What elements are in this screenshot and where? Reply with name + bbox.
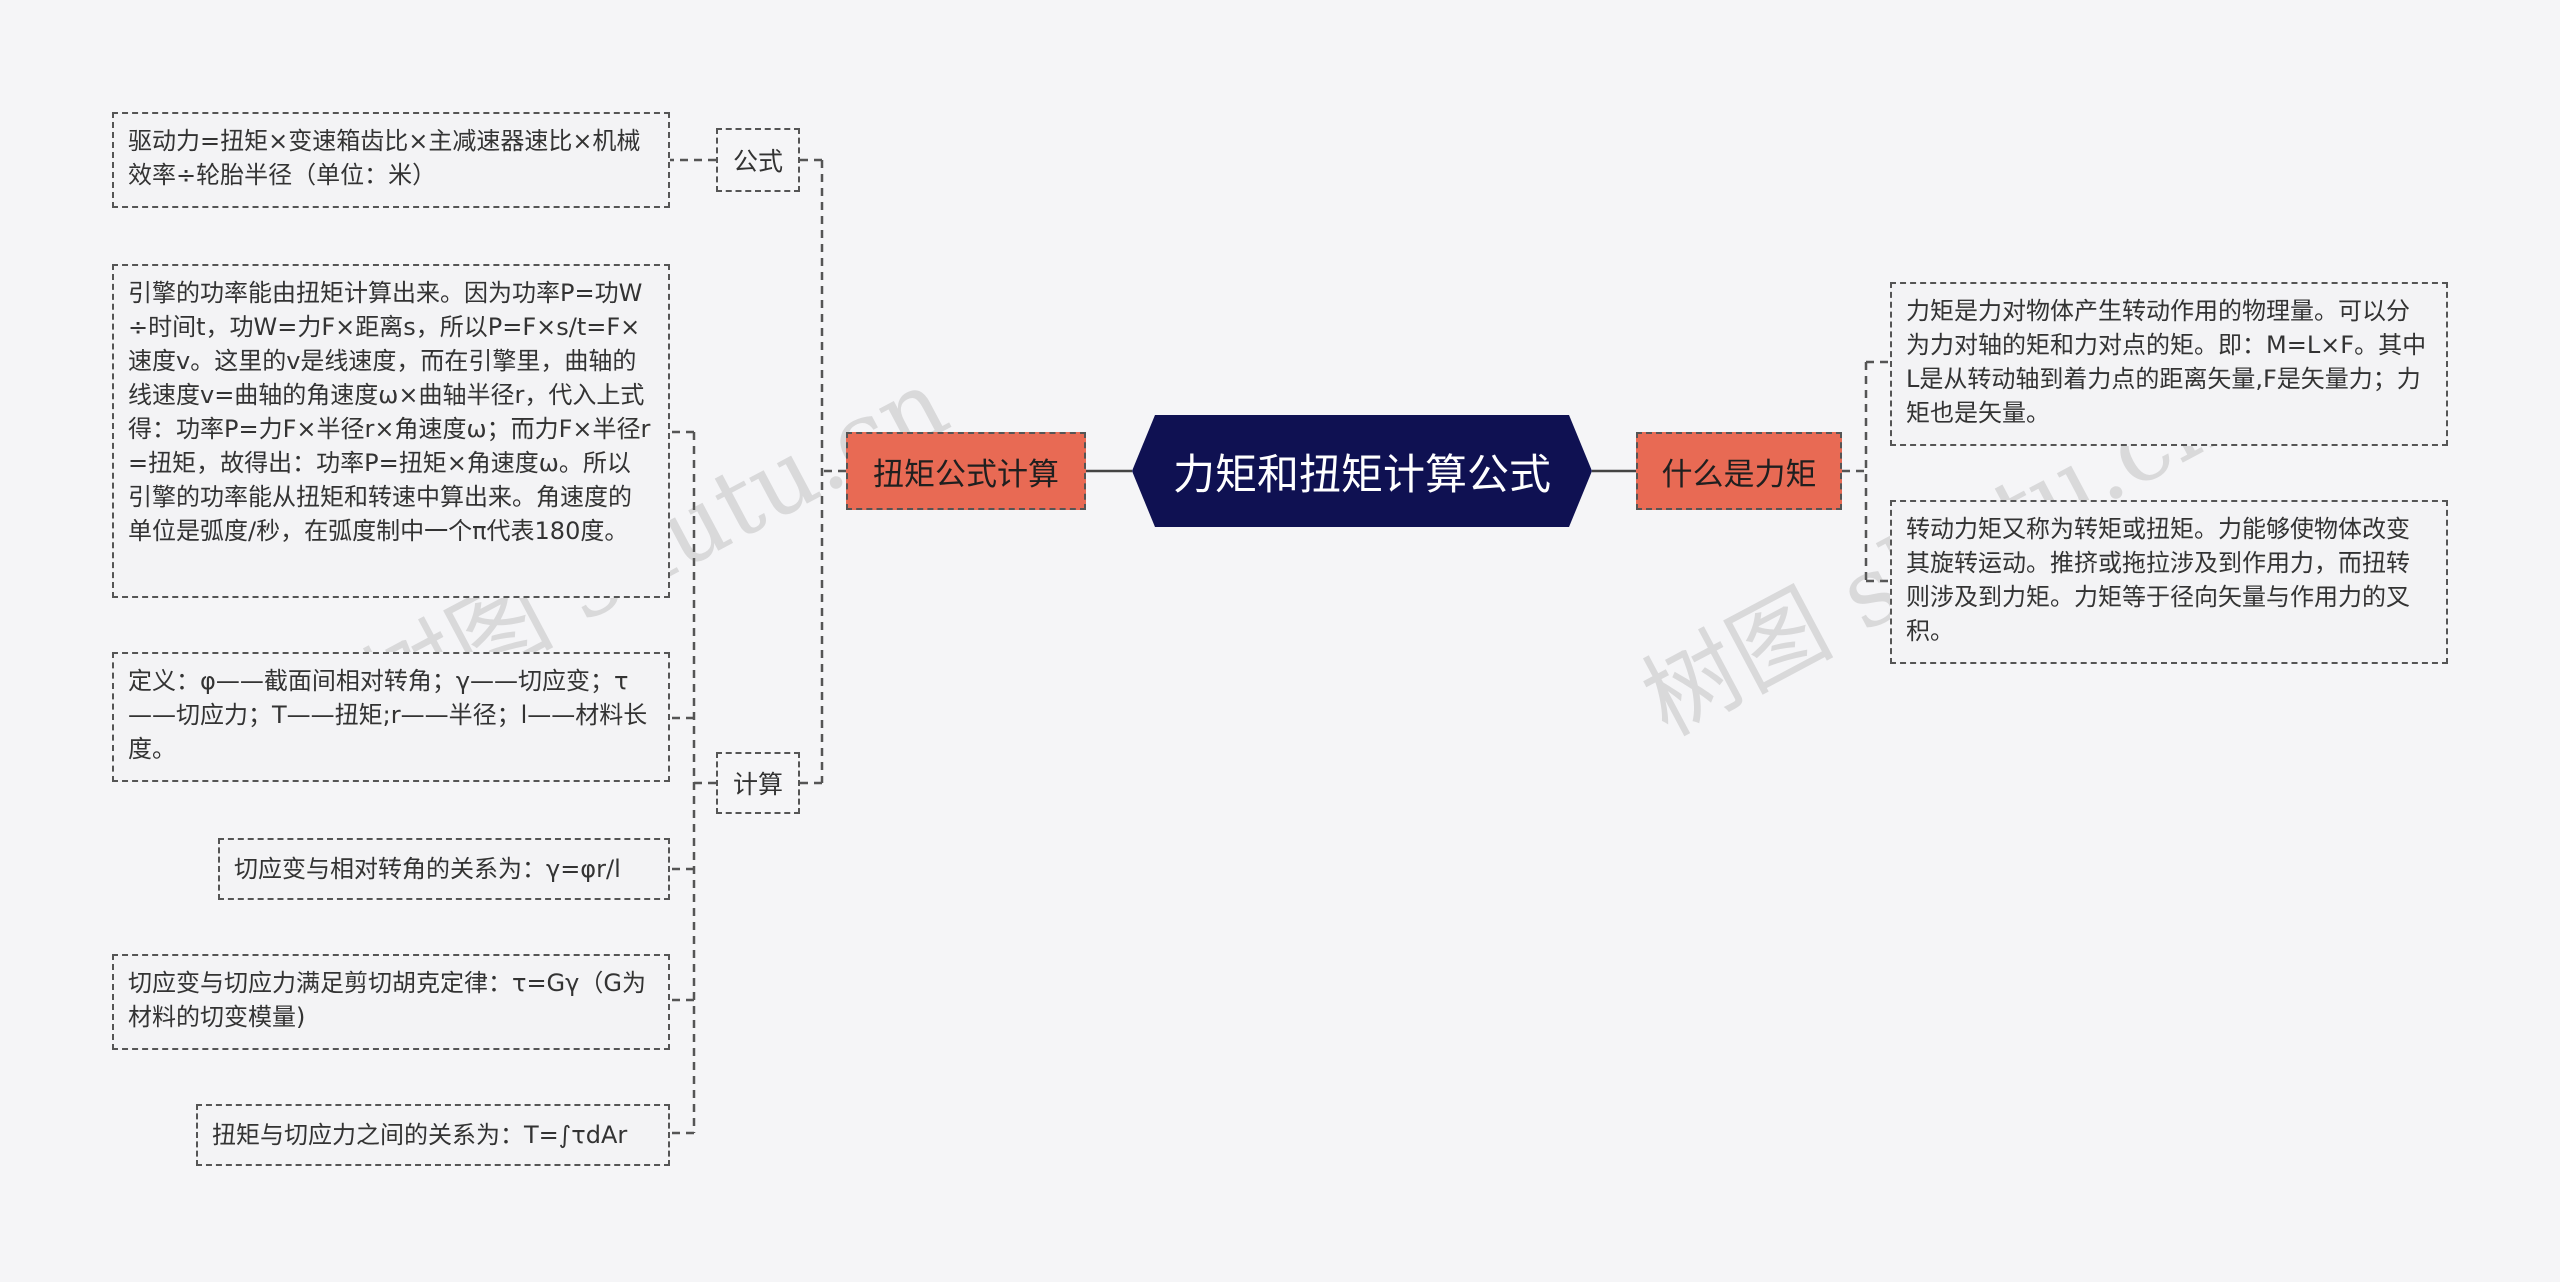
branch-torque-formula[interactable]: 扭矩公式计算 xyxy=(846,432,1086,510)
leaf-text: 定义：φ——截面间相对转角；γ——切应变；τ——切应力；T——扭矩;r——半径；… xyxy=(128,667,648,763)
leaf-text: 驱动力=扭矩×变速箱齿比×主减速器速比×机械效率÷轮胎半径（单位：米） xyxy=(128,127,641,189)
branch-label: 扭矩公式计算 xyxy=(873,456,1059,493)
leaf-text: 切应变与相对转角的关系为：γ=φr/l xyxy=(234,855,621,883)
branch-label: 什么是力矩 xyxy=(1661,456,1817,493)
connector-calc-trunk xyxy=(692,432,716,1133)
leaf-moment-definition[interactable]: 力矩是力对物体产生转动作用的物理量。可以分为力对轴的矩和力对点的矩。即：M=L×… xyxy=(1890,282,2448,446)
root-topic[interactable]: 力矩和扭矩计算公式 xyxy=(1132,415,1592,527)
leaf-shear-strain[interactable]: 切应变与相对转角的关系为：γ=φr/l xyxy=(218,838,670,900)
leaf-text: 切应变与切应力满足剪切胡克定律：τ=Gγ（G为材料的切变模量) xyxy=(128,969,646,1031)
leaf-drive-force[interactable]: 驱动力=扭矩×变速箱齿比×主减速器速比×机械效率÷轮胎半径（单位：米） xyxy=(112,112,670,208)
branch-what-is-moment[interactable]: 什么是力矩 xyxy=(1636,432,1842,510)
group-calculation[interactable]: 计算 xyxy=(716,752,800,814)
leaf-engine-power[interactable]: 引擎的功率能由扭矩计算出来。因为功率P=功W÷时间t，功W=力F×距离s，所以P… xyxy=(112,264,670,598)
leaf-text: 转动力矩又称为转矩或扭矩。力能够使物体改变其旋转运动。推挤或拖拉涉及到作用力，而… xyxy=(1906,515,2410,645)
group-formula[interactable]: 公式 xyxy=(716,128,800,192)
connector-left-trunk xyxy=(820,160,846,783)
group-label: 计算 xyxy=(732,770,783,799)
connector-right-trunk xyxy=(1842,362,1868,581)
leaf-text: 扭矩与切应力之间的关系为：T=∫τdAr xyxy=(212,1121,628,1149)
leaf-text: 力矩是力对物体产生转动作用的物理量。可以分为力对轴的矩和力对点的矩。即：M=L×… xyxy=(1906,297,2427,427)
group-label: 公式 xyxy=(732,147,783,176)
leaf-torque-definition[interactable]: 转动力矩又称为转矩或扭矩。力能够使物体改变其旋转运动。推挤或拖拉涉及到作用力，而… xyxy=(1890,500,2448,664)
leaf-text: 引擎的功率能由扭矩计算出来。因为功率P=功W÷时间t，功W=力F×距离s，所以P… xyxy=(128,279,651,545)
leaf-hooke-law[interactable]: 切应变与切应力满足剪切胡克定律：τ=Gγ（G为材料的切变模量) xyxy=(112,954,670,1050)
root-title: 力矩和扭矩计算公式 xyxy=(1172,449,1551,499)
leaf-torque-stress[interactable]: 扭矩与切应力之间的关系为：T=∫τdAr xyxy=(196,1104,670,1166)
leaf-definitions[interactable]: 定义：φ——截面间相对转角；γ——切应变；τ——切应力；T——扭矩;r——半径；… xyxy=(112,652,670,782)
